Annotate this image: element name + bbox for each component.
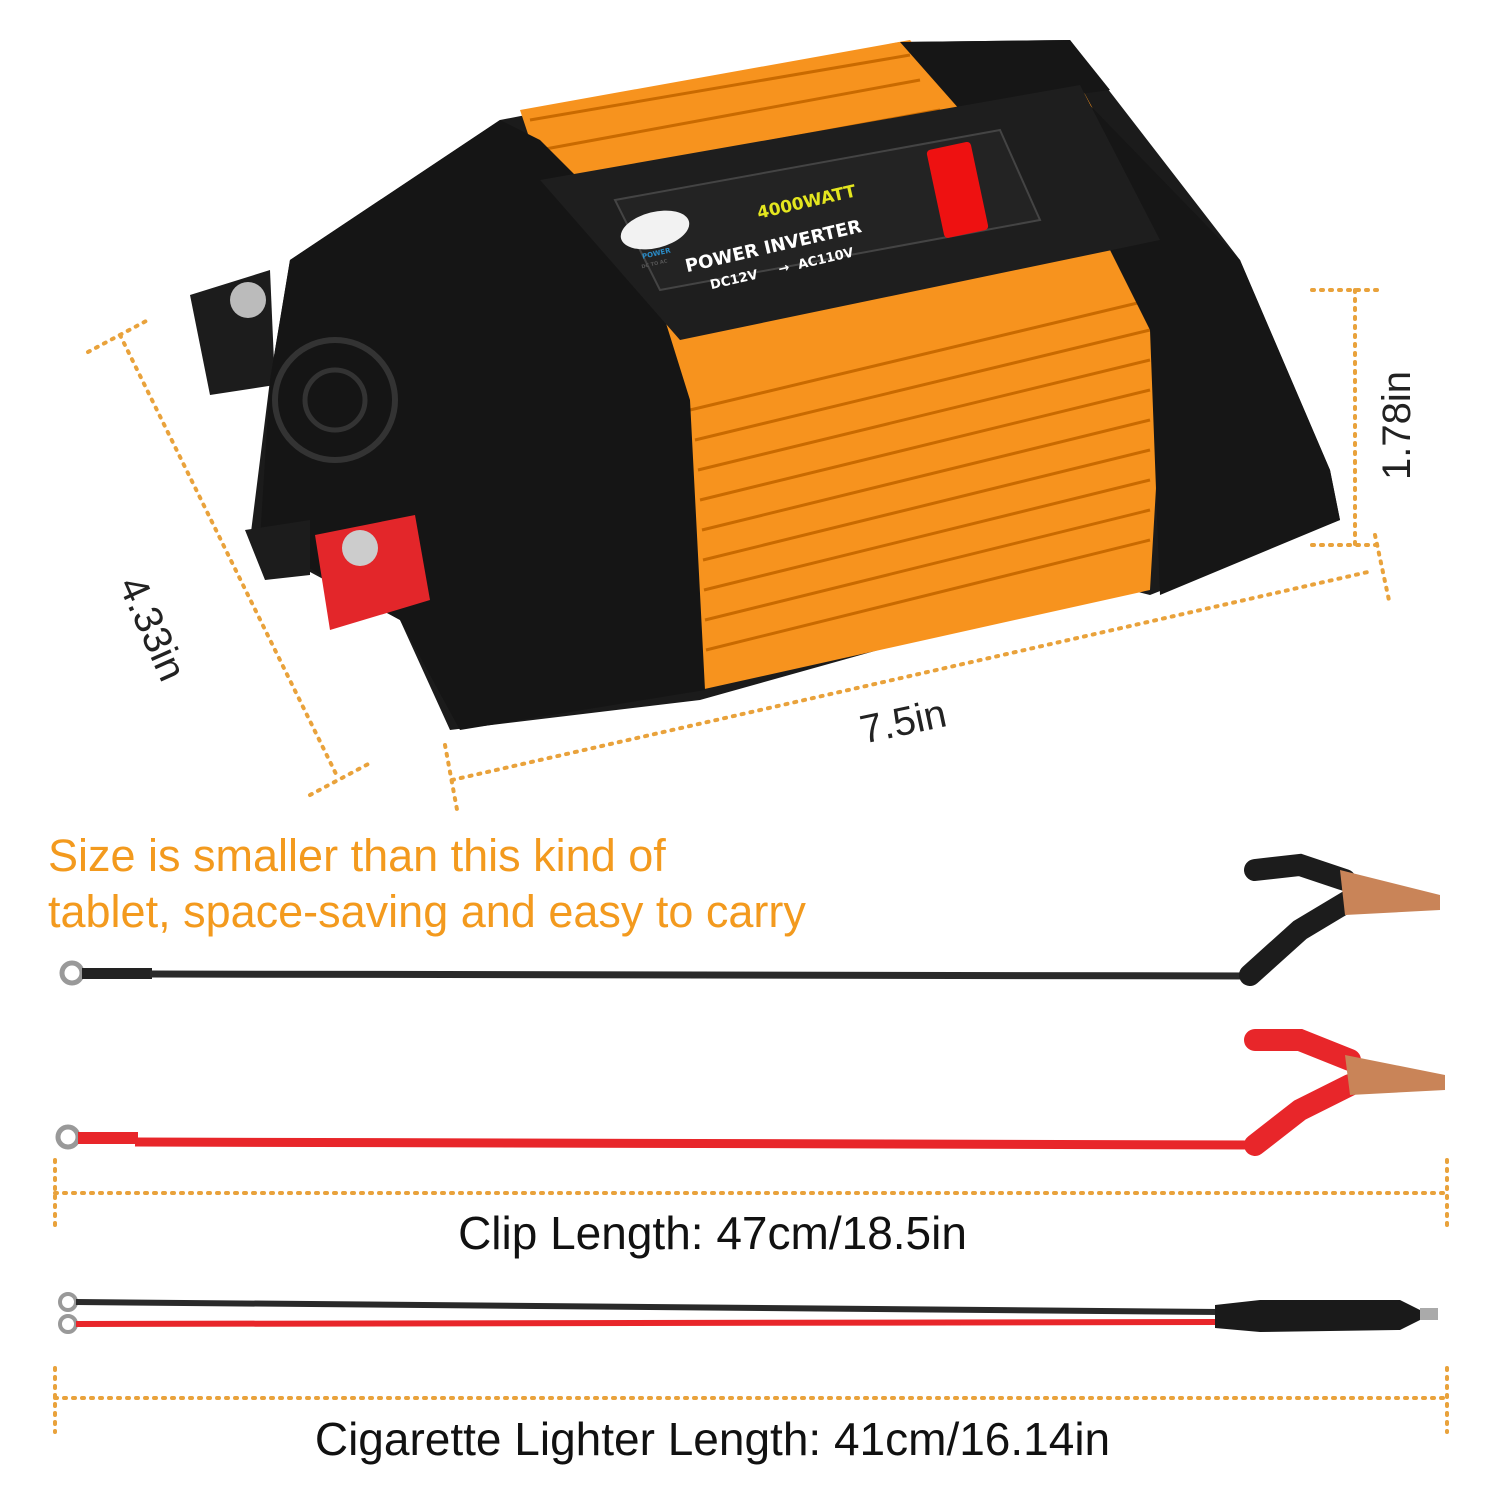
tagline: Size is smaller than this kind of tablet… [48,828,806,940]
cigarette-length-label: Cigarette Lighter Length: 41cm/16.14in [314,1413,1111,1465]
length-line [450,570,1370,782]
tagline-line-1: Size is smaller than this kind of [48,830,666,881]
tagline-line-2: tablet, space-saving and easy to carry [48,886,806,937]
red-clip-cable [55,1029,1445,1156]
cigarette-lighter-cable [58,1292,1438,1334]
depth-tick-bottom [308,760,374,797]
heatsink-fins [529,53,1151,652]
inverter: 4000WATT POWER INVERTER DC12V → AC110V P… [190,40,1340,730]
clip-length-label: Clip Length: 47cm/18.5in [458,1207,967,1259]
battery-display [926,141,989,238]
svg-text:→: → [777,260,791,277]
brand-logo [620,210,690,250]
brand-sub-label: DC TO AC [641,258,668,270]
negative-terminal [230,282,266,318]
dimension-lines [53,288,1449,1434]
black-clip-cable [59,853,1440,986]
depth-tick-top [86,318,150,354]
depth-line [118,333,340,780]
fan-grille [272,337,398,463]
height-label: 1.78in [1375,371,1419,480]
